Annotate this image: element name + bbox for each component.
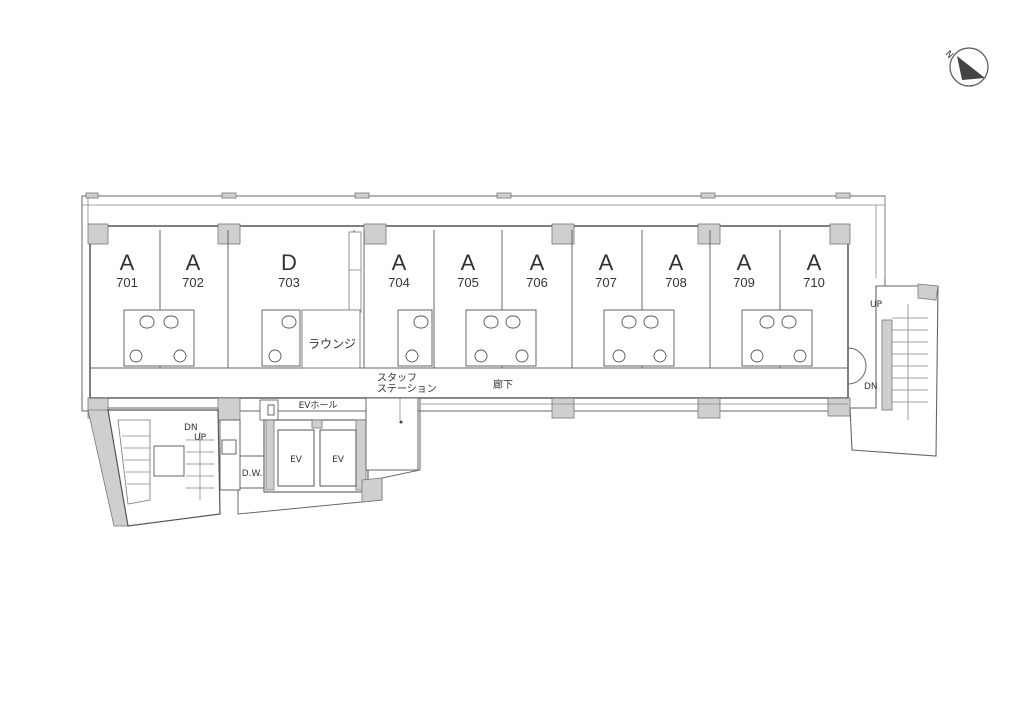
left-stair-dn-label: DN xyxy=(184,423,198,433)
lounge-label: ラウンジ xyxy=(308,337,356,351)
room-type-703: D xyxy=(281,250,297,275)
column xyxy=(827,397,851,417)
right-stair: UP DN xyxy=(847,283,939,457)
column xyxy=(697,397,721,419)
room-type-707: A xyxy=(599,250,614,275)
column xyxy=(363,223,387,245)
room-type-702: A xyxy=(186,250,201,275)
room-number-710: 710 xyxy=(803,275,825,290)
elevator-left-label: EV xyxy=(290,455,303,465)
staff-station-label-1: スタッフ xyxy=(377,372,417,384)
room-number-703: 703 xyxy=(278,275,300,290)
room-number-706: 706 xyxy=(526,275,548,290)
core-area: D.W. EV EV EVホール xyxy=(108,397,421,515)
room-type-710: A xyxy=(807,250,822,275)
room-type-705: A xyxy=(461,250,476,275)
room-number-709: 709 xyxy=(733,275,755,290)
corridor-label: 廊下 xyxy=(493,378,513,391)
room-number-702: 702 xyxy=(182,275,204,290)
left-stair-up-label: UP xyxy=(194,433,207,443)
room-type-704: A xyxy=(392,250,407,275)
column xyxy=(551,223,575,245)
ev-hall-label: EVホール xyxy=(299,400,338,411)
column xyxy=(829,223,851,245)
room-type-706: A xyxy=(530,250,545,275)
room-number-704: 704 xyxy=(388,275,410,290)
column xyxy=(551,397,575,419)
room-number-701: 701 xyxy=(116,275,138,290)
column xyxy=(697,223,721,245)
room-number-707: 707 xyxy=(595,275,617,290)
room-type-701: A xyxy=(120,250,135,275)
dumbwaiter-label: D.W. xyxy=(242,469,263,479)
left-stair: DN UP xyxy=(87,409,221,527)
compass: N xyxy=(943,47,989,87)
room-type-709: A xyxy=(737,250,752,275)
room-number-708: 708 xyxy=(665,275,687,290)
room-labels: A 701 A 702 D 703 A 704 A 705 A 706 A 70… xyxy=(116,250,825,395)
right-stair-up-label: UP xyxy=(870,300,883,310)
room-fixtures xyxy=(123,309,813,367)
north-arrow-icon xyxy=(957,56,985,80)
room-number-705: 705 xyxy=(457,275,479,290)
column xyxy=(217,223,241,245)
staff-station-label-2: ステーション xyxy=(377,384,437,395)
room-type-708: A xyxy=(669,250,684,275)
right-stair-dn-label: DN xyxy=(864,382,878,392)
elevator-right-label: EV xyxy=(332,455,345,465)
north-label: N xyxy=(943,49,955,61)
column xyxy=(87,223,109,245)
